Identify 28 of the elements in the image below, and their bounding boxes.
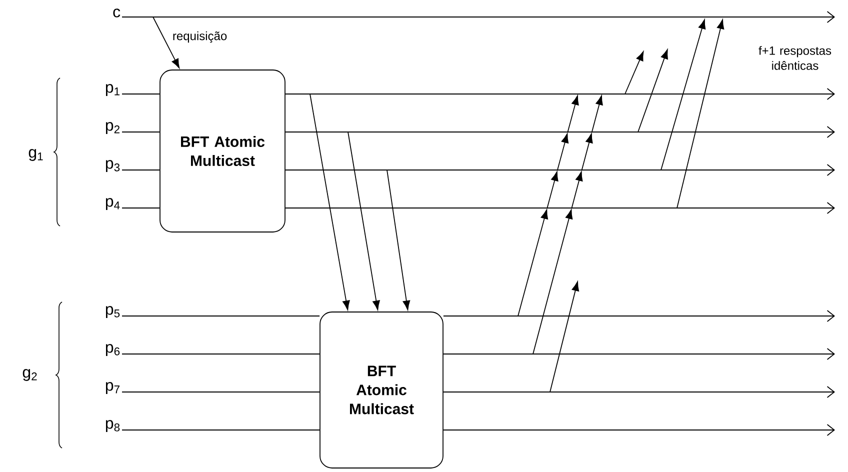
process-label: p$_{4}$: [106, 198, 120, 210]
timeline: [285, 88, 835, 100]
timeline: [443, 310, 835, 322]
timeline: [443, 424, 835, 436]
note: f+1 respostas idênticas: [758, 46, 832, 70]
timeline: [285, 202, 835, 214]
message-arrow: [386, 170, 410, 310]
timeline: [443, 386, 835, 398]
message-arrow: [348, 132, 380, 310]
edge-label: requisição: [171, 30, 228, 44]
message-arrow: [310, 94, 350, 310]
message-arrow: [152, 16, 180, 68]
process-label: p$_{1}$: [106, 84, 120, 96]
timeline: [285, 126, 835, 138]
group-label: g$_{1}$: [28, 149, 43, 161]
timeline: [285, 164, 835, 176]
process-label: p$_{5}$: [106, 306, 120, 318]
process-box: BFT Atomic Multicast: [160, 70, 286, 232]
process-label: p$_{7}$: [106, 382, 120, 394]
group-label: g$_{2}$: [22, 369, 37, 381]
timeline: [443, 348, 835, 360]
process-label: p$_{2}$: [106, 122, 120, 134]
process-label: p$_{8}$: [106, 420, 120, 432]
timeline: [122, 11, 835, 23]
process-label: p$_{3}$: [106, 160, 120, 172]
process-label: c: [113, 8, 120, 18]
process-box: BFT Atomic Multicast: [320, 312, 444, 468]
process-label: p$_{6}$: [106, 344, 120, 356]
